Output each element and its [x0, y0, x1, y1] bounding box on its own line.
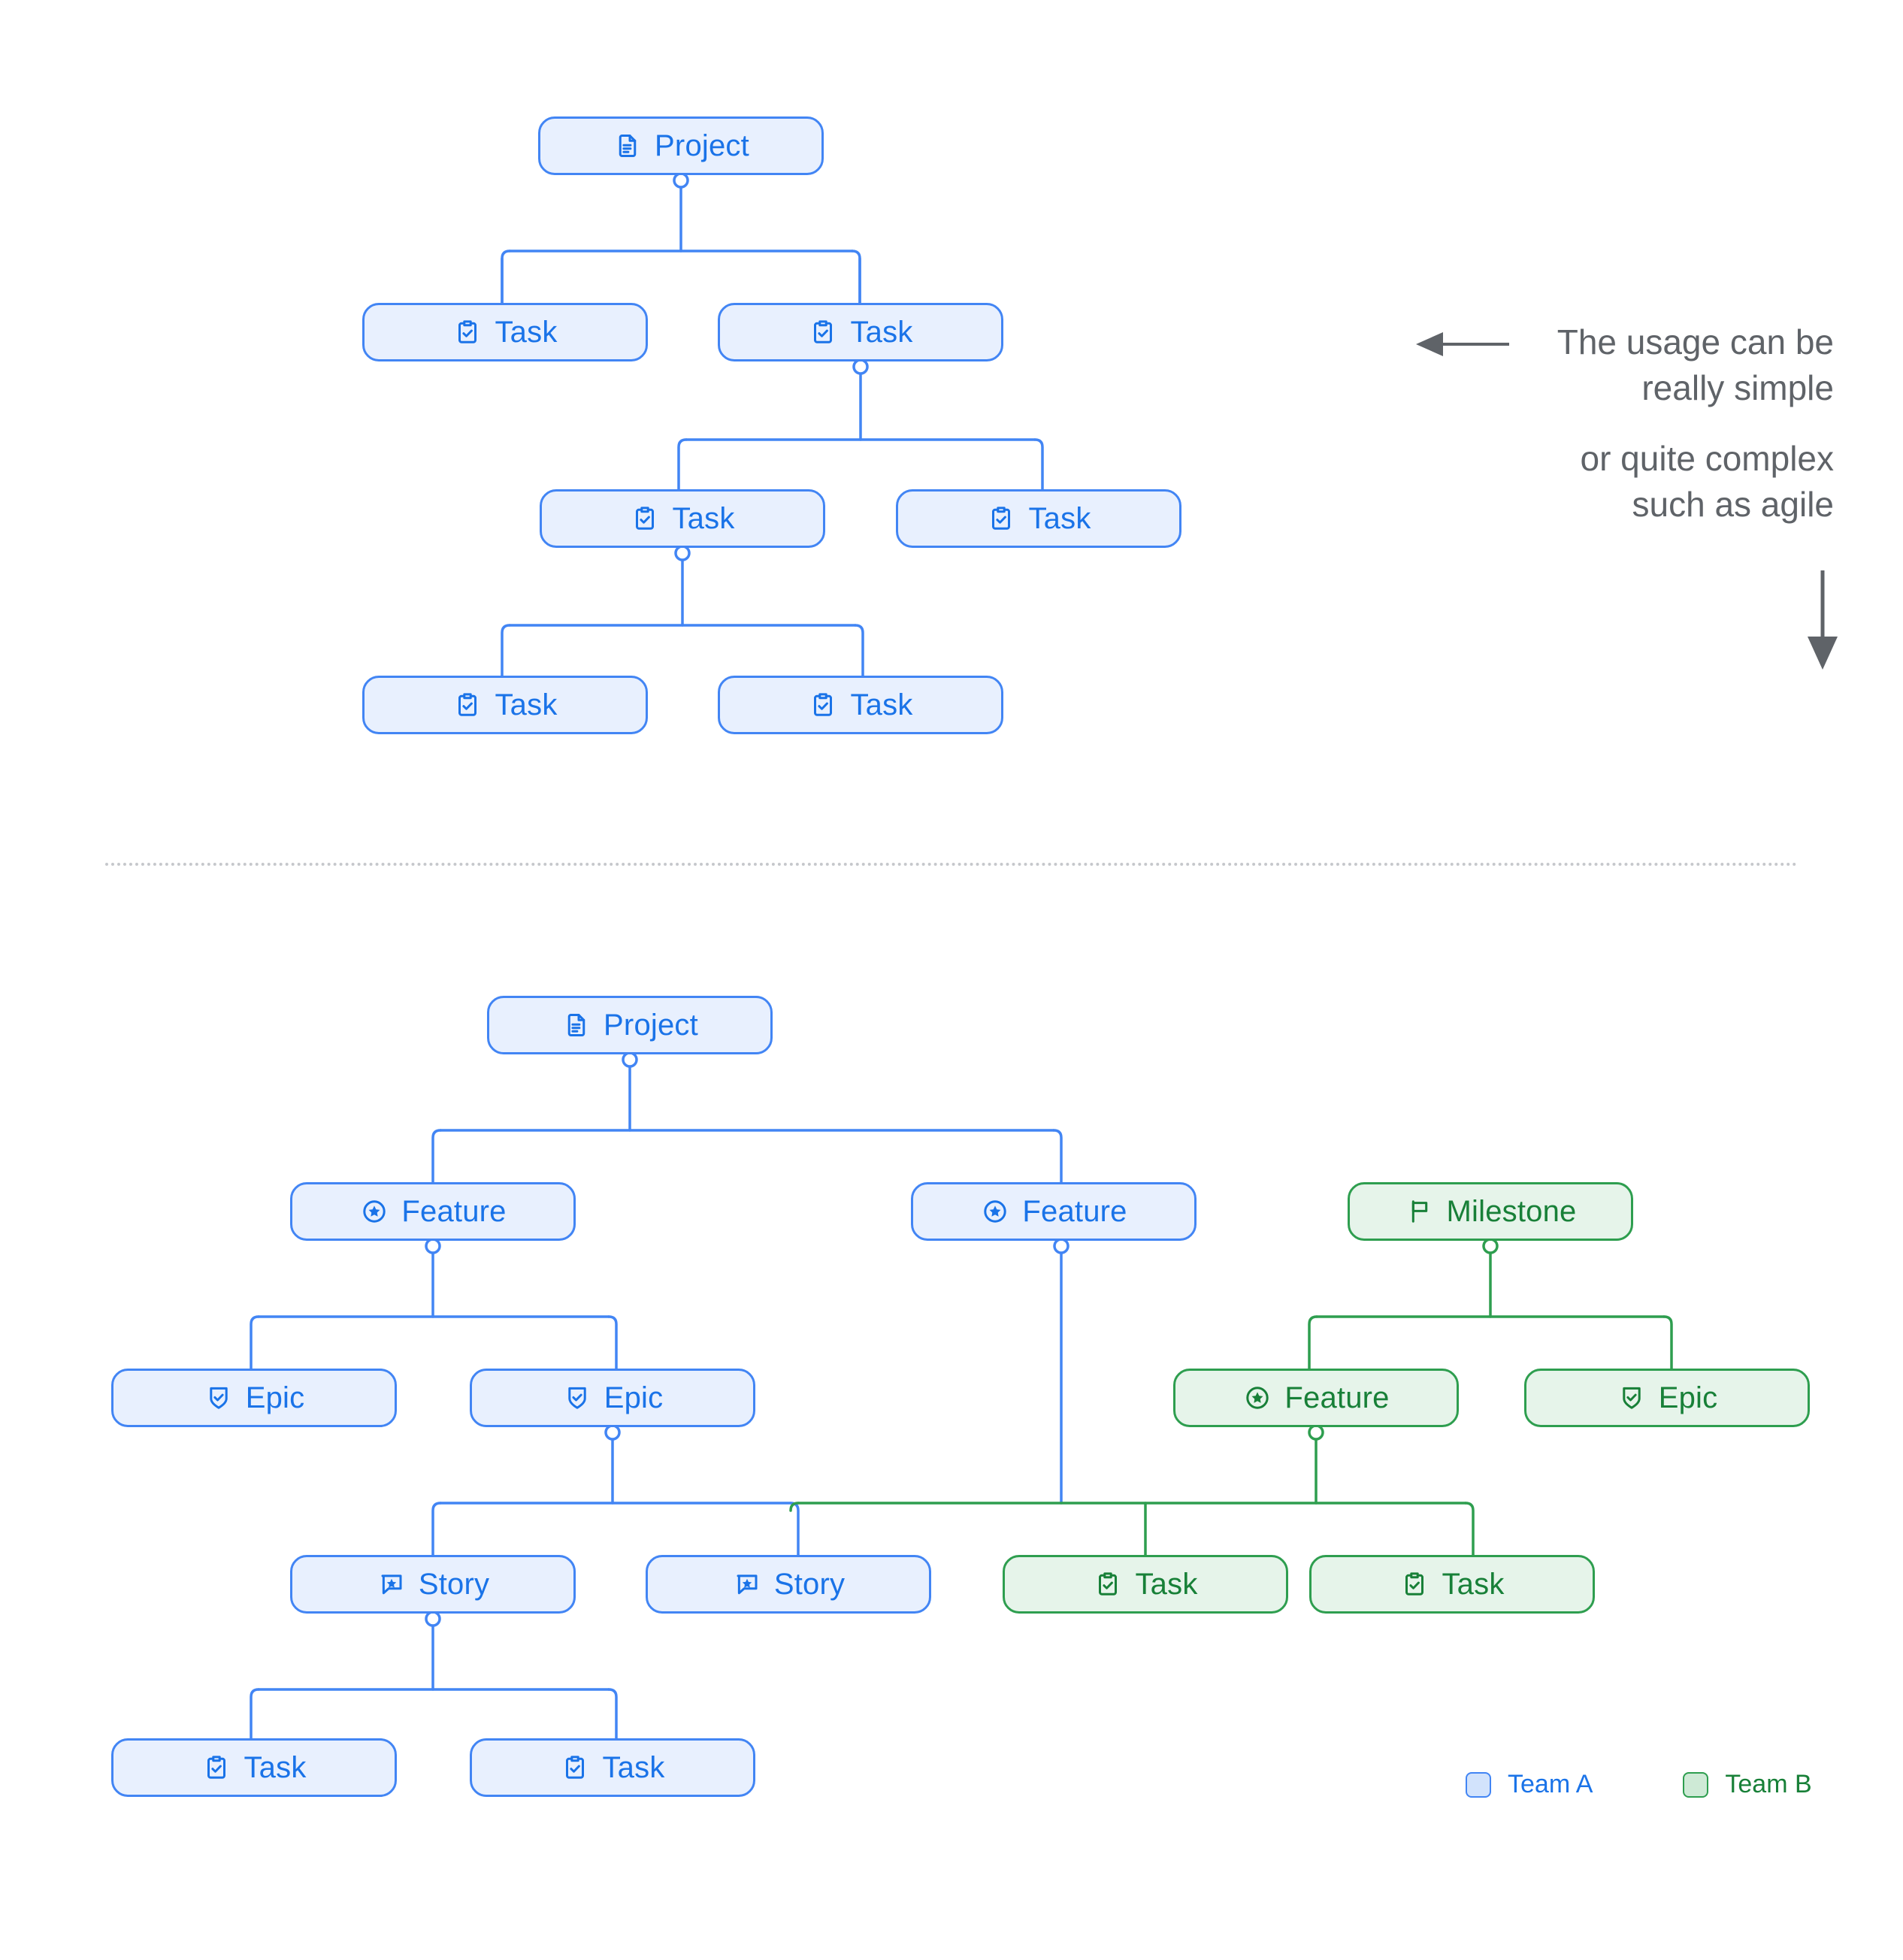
annotation-line-2: really simple — [1641, 368, 1834, 407]
node-a-epic-2[interactable]: Epic — [470, 1369, 755, 1427]
task-icon — [1399, 1569, 1430, 1599]
arrow-left-icon — [1416, 332, 1509, 356]
arrow-down-icon — [1808, 570, 1838, 670]
node-a-story-2[interactable]: Story — [646, 1555, 931, 1614]
document-icon — [561, 1010, 591, 1040]
annotation-line-4: such as agile — [1632, 485, 1835, 525]
node-label: Project — [604, 1009, 698, 1042]
task-icon — [560, 1753, 590, 1783]
node-s-task-6[interactable]: Task — [718, 676, 1003, 734]
agile-diagram-ports-green — [1308, 1238, 1499, 1441]
node-s-task-1[interactable]: Task — [362, 303, 648, 361]
node-a-feature-2[interactable]: Feature — [911, 1182, 1197, 1241]
task-icon — [808, 317, 838, 347]
epic-icon — [1617, 1383, 1647, 1413]
legend-label-team-b: Team B — [1725, 1770, 1812, 1798]
node-label: Feature — [1022, 1195, 1127, 1228]
node-label: Epic — [1658, 1381, 1718, 1414]
node-label: Task — [495, 688, 558, 721]
annotation-line-1: The usage can be — [1557, 322, 1834, 361]
node-s-task-3[interactable]: Task — [540, 489, 825, 548]
node-label: Feature — [1284, 1381, 1390, 1414]
node-label: Story — [773, 1568, 846, 1601]
node-label: Project — [655, 129, 749, 162]
node-a-task-3[interactable]: Task — [111, 1738, 397, 1797]
node-label: Task — [1028, 502, 1091, 535]
node-label: Milestone — [1446, 1195, 1577, 1228]
milestone-icon — [1405, 1196, 1435, 1227]
node-label: Task — [850, 316, 913, 349]
node-a-task-4[interactable]: Task — [470, 1738, 755, 1797]
node-label: Task — [850, 688, 913, 721]
task-icon — [1093, 1569, 1123, 1599]
node-label: Task — [244, 1751, 307, 1784]
node-a-milestone[interactable]: Milestone — [1348, 1182, 1633, 1241]
section-divider — [105, 863, 1798, 866]
annotation-text: The usage can be really simple or quite … — [1496, 319, 1834, 528]
node-a-task-1[interactable]: Task — [1003, 1555, 1288, 1614]
task-icon — [808, 690, 838, 720]
epic-icon — [204, 1383, 234, 1413]
legend-item-team-a[interactable]: Team A — [1466, 1770, 1593, 1799]
node-s-project[interactable]: Project — [538, 116, 824, 175]
legend-item-team-b[interactable]: Team B — [1683, 1770, 1812, 1799]
node-a-project[interactable]: Project — [487, 996, 773, 1054]
node-label: Task — [495, 316, 558, 349]
legend: Team A Team B — [1466, 1770, 1812, 1799]
simple-diagram-connectors — [501, 178, 1044, 677]
node-s-task-5[interactable]: Task — [362, 676, 648, 734]
epic-icon — [562, 1383, 592, 1413]
node-label: Task — [1442, 1568, 1505, 1601]
feature-icon — [980, 1196, 1010, 1227]
node-a-feature-3[interactable]: Feature — [1173, 1369, 1459, 1427]
legend-swatch-icon — [1466, 1771, 1491, 1798]
node-label: Task — [672, 502, 735, 535]
feature-icon — [359, 1196, 389, 1227]
task-icon — [452, 317, 483, 347]
node-s-task-2[interactable]: Task — [718, 303, 1003, 361]
node-s-task-4[interactable]: Task — [896, 489, 1181, 548]
task-icon — [201, 1753, 231, 1783]
agile-diagram-ports-blue — [425, 1051, 1069, 1627]
annotation-line-3: or quite complex — [1580, 439, 1835, 479]
story-icon — [377, 1569, 407, 1599]
node-a-task-2[interactable]: Task — [1309, 1555, 1595, 1614]
node-label: Task — [602, 1751, 665, 1784]
node-a-story-1[interactable]: Story — [290, 1555, 576, 1614]
node-a-epic-1[interactable]: Epic — [111, 1369, 397, 1427]
node-a-epic-3[interactable]: Epic — [1524, 1369, 1810, 1427]
task-icon — [986, 504, 1016, 534]
node-label: Task — [1135, 1568, 1198, 1601]
node-a-feature-1[interactable]: Feature — [290, 1182, 576, 1241]
node-label: Epic — [604, 1381, 664, 1414]
task-icon — [452, 690, 483, 720]
feature-icon — [1242, 1383, 1272, 1413]
story-icon — [732, 1569, 762, 1599]
legend-label-team-a: Team A — [1508, 1770, 1593, 1798]
node-label: Feature — [401, 1195, 507, 1228]
task-icon — [630, 504, 660, 534]
node-label: Epic — [245, 1381, 305, 1414]
legend-swatch-icon — [1683, 1771, 1709, 1798]
agile-diagram-connectors-green — [789, 1244, 1673, 1556]
node-label: Story — [418, 1568, 490, 1601]
agile-diagram-connectors-blue — [250, 1057, 1063, 1740]
document-icon — [613, 131, 643, 161]
